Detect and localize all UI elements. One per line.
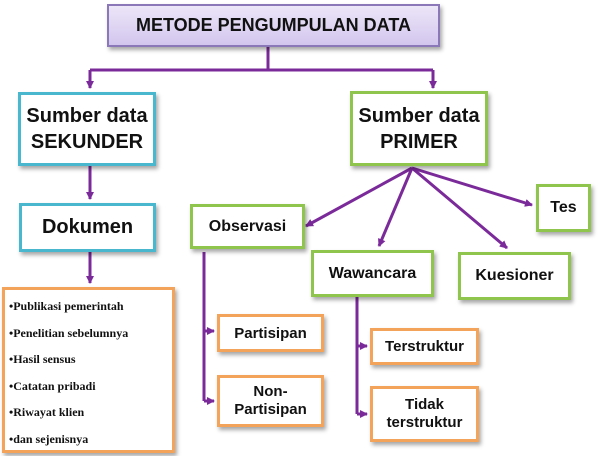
list-item: •Publikasi pemerintah xyxy=(9,299,124,313)
questionnaire-label: Kuesioner xyxy=(475,267,554,284)
arrow-to-interview xyxy=(377,167,414,247)
non-participant-line2: Partisipan xyxy=(234,401,307,418)
documents-box: Dokumen xyxy=(19,203,156,252)
structured-label: Terstruktur xyxy=(385,338,464,355)
non-participant-box: Non- Partisipan xyxy=(217,375,324,427)
diagram-title: METODE PENGUMPULAN DATA xyxy=(107,4,440,47)
participant-box: Partisipan xyxy=(217,314,324,352)
interview-box: Wawancara xyxy=(311,250,434,297)
diagram-title-text: METODE PENGUMPULAN DATA xyxy=(135,15,411,35)
arrow-to-observation xyxy=(305,166,413,228)
observation-box: Observasi xyxy=(190,204,305,249)
list-item: •Hasil sensus xyxy=(9,352,76,366)
participant-label: Partisipan xyxy=(234,324,307,342)
unstructured-line1: Tidak xyxy=(405,396,444,413)
observation-label: Observasi xyxy=(208,217,287,235)
documents-label: Dokumen xyxy=(41,216,134,238)
document-sources-list: •Publikasi pemerintah •Penelitian sebelu… xyxy=(2,287,175,453)
secondary-source-box: Sumber data SEKUNDER xyxy=(18,92,156,166)
arrow-to-test xyxy=(411,166,533,207)
structured-box: Terstruktur xyxy=(370,328,479,365)
test-box: Tes xyxy=(536,184,591,232)
primary-source-box: Sumber data PRIMER xyxy=(350,91,488,166)
primary-source-line1: Sumber data xyxy=(358,104,480,127)
primary-source-line2: PRIMER xyxy=(380,130,458,153)
unstructured-line2: terstruktur xyxy=(386,414,463,431)
list-item: •Catatan pribadi xyxy=(9,378,96,393)
test-label: Tes xyxy=(550,199,577,216)
arrow-to-questionnaire xyxy=(411,166,508,250)
secondary-source-line2: SEKUNDER xyxy=(30,131,144,153)
interview-label: Wawancara xyxy=(328,264,417,282)
list-item: •Penelitian sebelumnya xyxy=(9,325,129,340)
secondary-source-line1: Sumber data xyxy=(26,105,148,127)
questionnaire-box: Kuesioner xyxy=(458,252,571,300)
unstructured-box: Tidak terstruktur xyxy=(370,386,479,442)
non-participant-line1: Non- xyxy=(253,383,288,400)
list-item: •dan sejenisnya xyxy=(9,431,89,446)
list-item: •Riwayat klien xyxy=(9,405,85,419)
